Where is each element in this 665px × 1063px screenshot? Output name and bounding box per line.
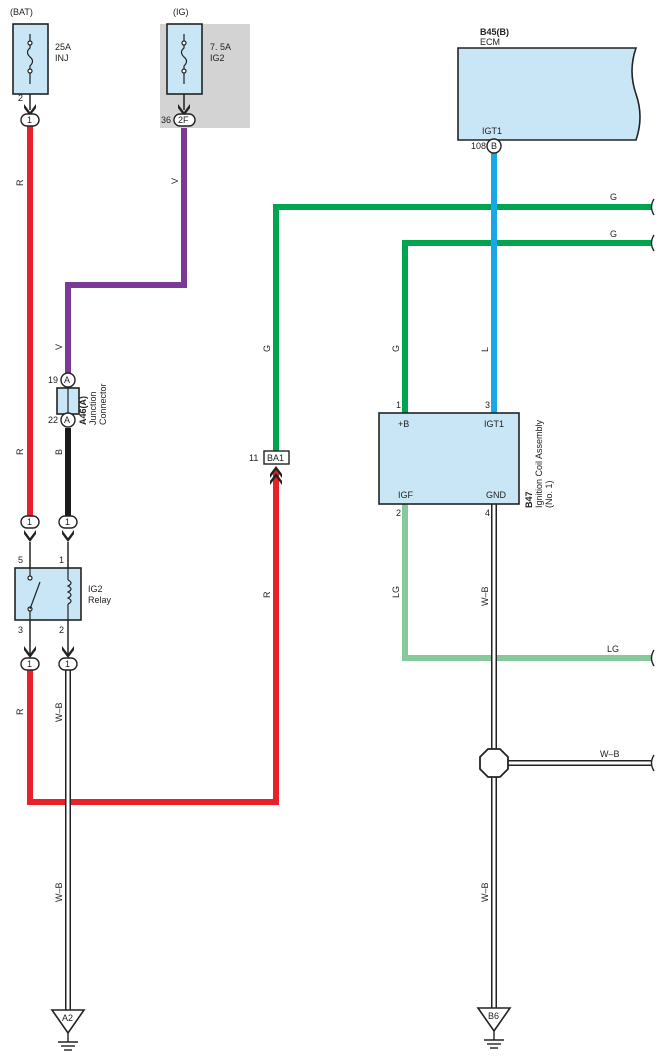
- relay-conn-left-bottom: [20, 657, 40, 671]
- coil-pin-plusb: 1: [396, 400, 401, 410]
- coil-term-gnd: GND: [486, 490, 507, 500]
- fuse-ig2-rating: 7. 5A: [210, 42, 231, 52]
- conn-ig2-label: 2F: [178, 115, 189, 125]
- ecm-box: [457, 47, 641, 141]
- relay-name-2: Relay: [88, 595, 112, 605]
- coil-pin-igt1: 3: [485, 400, 490, 410]
- junction-label-group: A46(A) Junction Connector: [78, 383, 108, 425]
- wirelabel-v-2: V: [54, 344, 64, 350]
- junction-pin-bottom: 22: [48, 415, 58, 425]
- wirelabel-wb-2: W–B: [54, 882, 64, 902]
- junction-top-connector: [60, 372, 76, 388]
- coil-label-group: B47 Ignition Coil Assembly (No. 1): [524, 419, 554, 508]
- inline-connector-id: BA1: [267, 453, 284, 463]
- wirelabel-r-2: R: [15, 448, 25, 455]
- coil-term-igf: IGF: [398, 490, 414, 500]
- coil-pin-gnd: 4: [485, 508, 490, 518]
- wirelabel-wb-3: W–B: [480, 586, 490, 606]
- fuse-inj-symbol-icon: [26, 34, 34, 84]
- relay-conn-right-top: [58, 515, 78, 529]
- bat-label: (BAT): [10, 7, 33, 17]
- relay-conn-right-bottom-label: 1: [65, 659, 70, 669]
- fuse-ig2-symbol-icon: [180, 34, 188, 84]
- ecm-terminal: IGT1: [482, 126, 502, 136]
- wirelabel-r-4: R: [262, 591, 272, 598]
- relay-pin-2: 2: [59, 625, 64, 635]
- ba1-chevron-up-icon: [270, 466, 282, 485]
- relay-switch-icon: [27, 568, 41, 620]
- relay-name-1: IG2: [88, 584, 103, 594]
- wirelabel-v-1: V: [170, 178, 180, 184]
- ground-left-label: A2: [62, 1013, 73, 1023]
- relay-coil-icon: [66, 568, 72, 620]
- wirelabel-b: B: [54, 449, 64, 455]
- conn-inj: [20, 113, 40, 127]
- splice-point: [479, 748, 509, 778]
- ground-right-icon: [476, 1007, 512, 1049]
- fuse-inj-pin: 2: [18, 93, 23, 103]
- ig-label: (IG): [173, 7, 189, 17]
- relay-pin-1: 1: [59, 555, 64, 565]
- relay-conn-right-top-label: 1: [65, 517, 70, 527]
- wire-green-coil: [402, 240, 652, 413]
- ground-left-icon: [50, 1009, 86, 1051]
- ecm-name: ECM: [480, 37, 500, 47]
- conn-inj-label: 1: [27, 115, 32, 125]
- wirelabel-g-4: G: [610, 229, 617, 239]
- ignition-coil-body: [378, 412, 520, 505]
- junction-top-conn-label: A: [64, 375, 70, 385]
- junction-code: A46(A): [78, 396, 88, 425]
- wirelabel-r-1: R: [15, 179, 25, 186]
- coil-name-1: Ignition Coil Assembly: [534, 419, 544, 508]
- relay-pin-3: 3: [18, 625, 23, 635]
- relay-conn-left-top-label: 1: [27, 517, 32, 527]
- wirelabel-g-1: G: [262, 345, 272, 352]
- wire-break-marks: [650, 198, 655, 772]
- wirelabel-wb-4: W–B: [480, 882, 490, 902]
- junction-bottom-connector: [60, 412, 76, 428]
- relay-conn-left-bottom-label: 1: [27, 659, 32, 669]
- junction-name-2: Connector: [98, 383, 108, 425]
- wirelabel-lg-2: LG: [607, 644, 619, 654]
- fuse-ig2-pin: 36: [161, 115, 171, 125]
- junction-name-1: Junction: [88, 391, 98, 425]
- wirelabel-lg-1: LG: [391, 586, 401, 598]
- relay-chevron-left-top-icon: [24, 530, 36, 542]
- relay-chevron-left-bottom-icon: [24, 646, 36, 658]
- ground-right-label: B6: [488, 1011, 499, 1021]
- coil-code: B47: [524, 491, 534, 508]
- coil-term-plusb: +B: [398, 419, 409, 429]
- relay-chevron-right-top-icon: [62, 530, 74, 542]
- wire-red-relay-ba1: [27, 470, 279, 805]
- coil-name-2: (No. 1): [544, 480, 554, 508]
- inline-connector-pin: 11: [249, 453, 258, 463]
- relay-conn-right-bottom: [58, 657, 78, 671]
- conn-ig2: [173, 113, 196, 127]
- ecm-code: B45(B): [480, 27, 509, 37]
- fuse-inj-rating: 25A: [55, 42, 71, 52]
- wirelabel-wb-1: W–B: [54, 702, 64, 722]
- relay-chevron-right-bottom-icon: [62, 646, 74, 658]
- coil-pin-igf: 2: [396, 508, 401, 518]
- fuse-inj-name: INJ: [55, 53, 69, 63]
- wirelabel-l: L: [480, 347, 490, 352]
- junction-pin-top: 19: [48, 375, 58, 385]
- wirelabel-g-3: G: [610, 192, 617, 202]
- wirelabel-g-2: G: [391, 345, 401, 352]
- wire-lightgreen-igf: [402, 504, 652, 661]
- wirelabel-wb-5: W–B: [600, 749, 620, 759]
- ecm-connector: [486, 138, 502, 154]
- ecm-pin: 108: [471, 141, 486, 151]
- inline-connector-ba1: [263, 450, 290, 465]
- ecm-connector-label: B: [491, 141, 497, 151]
- junction-bottom-conn-label: A: [64, 415, 70, 425]
- relay-conn-left-top: [20, 515, 40, 529]
- fuse-ig2-name: IG2: [210, 53, 225, 63]
- wire-violet-ig2: [65, 128, 187, 375]
- wire-green-ba1: [273, 204, 652, 451]
- relay-pin-5: 5: [18, 555, 23, 565]
- wirelabel-r-3: R: [15, 708, 25, 715]
- coil-term-igt1: IGT1: [484, 419, 504, 429]
